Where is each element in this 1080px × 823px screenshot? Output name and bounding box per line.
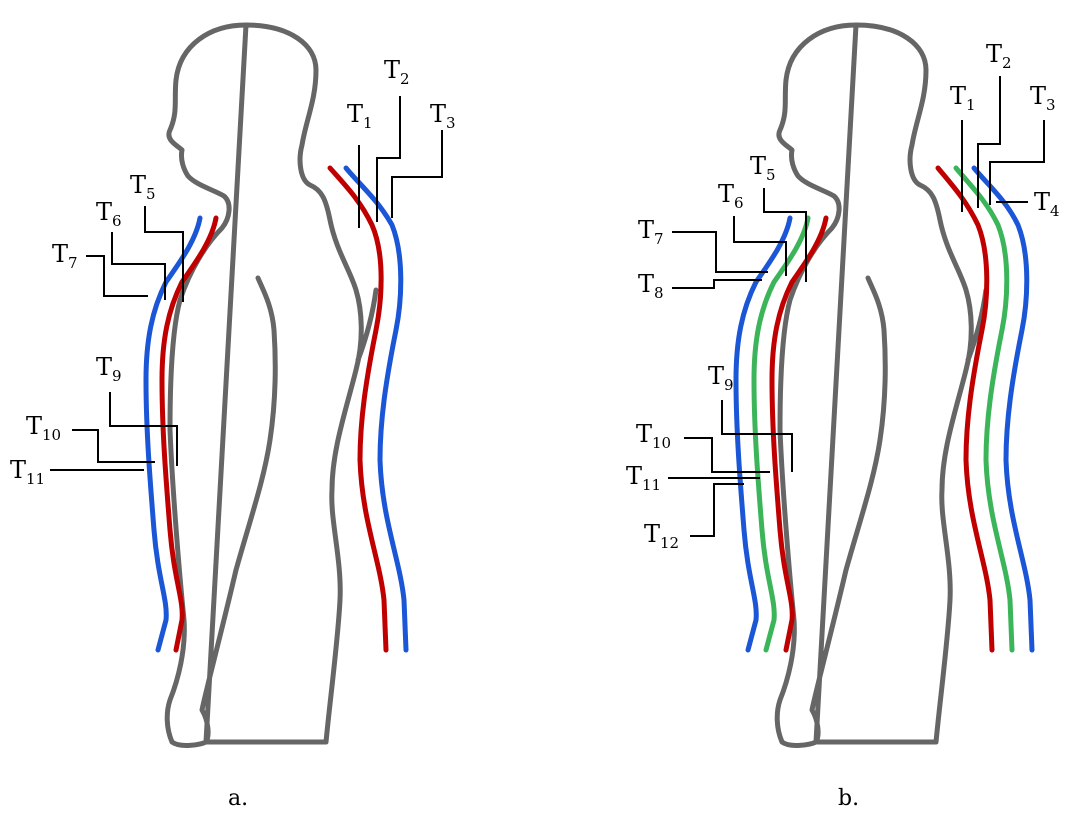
label-a-t11: T11 — [10, 456, 45, 488]
panel-b-body-silhouette — [777, 25, 986, 745]
label-b-t1: T1 — [950, 82, 976, 114]
label-b-t6: T6 — [718, 180, 744, 212]
leader-b-t8 — [672, 280, 762, 288]
label-a-t10: T10 — [26, 412, 61, 444]
leader-a-t10 — [72, 430, 155, 462]
label-b-t3: T3 — [1030, 82, 1056, 114]
leader-b-t12 — [690, 484, 744, 536]
label-a-t7: T7 — [52, 240, 78, 272]
label-b-t12: T12 — [644, 520, 679, 552]
panel-a-body-silhouette — [167, 25, 376, 745]
label-b-t10: T10 — [636, 420, 671, 452]
leader-b-t7 — [672, 232, 768, 272]
label-b-t9: T9 — [708, 362, 734, 394]
label-b-t8: T8 — [638, 270, 664, 302]
label-a-t2: T2 — [384, 56, 410, 88]
label-a-t6: T6 — [96, 198, 122, 230]
label-a-t9: T9 — [96, 353, 122, 385]
panel-b: T1 T2 T3 T4 T5 T6 T7 T8 T9 T10 T11 T12 b… — [626, 25, 1060, 811]
panel-a-caption: a. — [228, 786, 248, 811]
leader-a-t6 — [112, 232, 165, 300]
label-b-t2: T2 — [986, 40, 1012, 72]
leader-a-t2 — [377, 96, 400, 222]
label-b-t11: T11 — [626, 462, 661, 494]
panel-a-blue-curve-front — [146, 218, 200, 650]
label-a-t3: T3 — [430, 100, 456, 132]
panel-a: T1 T2 T3 T5 T6 T7 T9 T10 T11 a. — [10, 25, 456, 811]
panel-b-caption: b. — [838, 786, 859, 811]
label-b-t5: T5 — [750, 152, 776, 184]
label-b-t4: T4 — [1034, 188, 1060, 220]
label-a-t5: T5 — [130, 171, 156, 203]
leader-a-t7 — [86, 256, 148, 296]
label-b-t7: T7 — [638, 216, 664, 248]
label-a-t1: T1 — [347, 100, 373, 132]
